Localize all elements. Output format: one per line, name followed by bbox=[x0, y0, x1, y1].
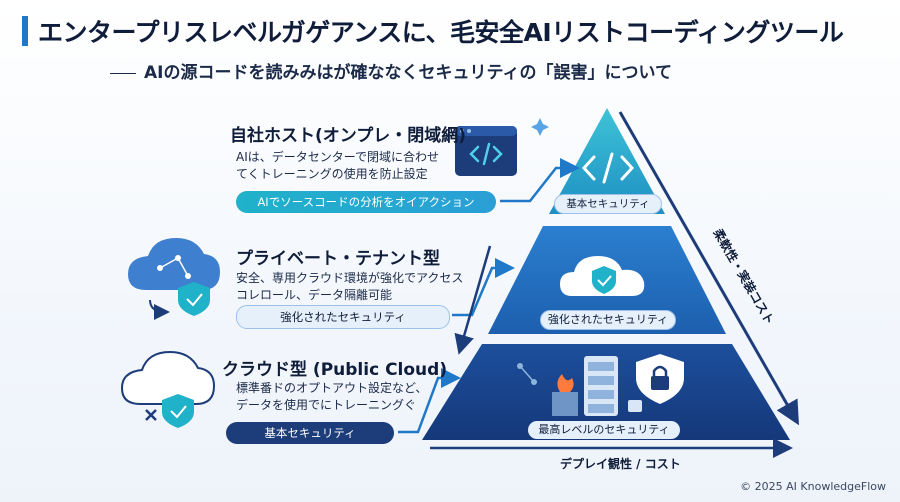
section-1-title: 自社ホスト(オンプレ・閉域網) bbox=[230, 126, 467, 146]
side-arrow bbox=[618, 111, 799, 426]
pyramid-bottom-label: 最高レベルのセキュリティ bbox=[528, 421, 680, 439]
connector-arrow-middle bbox=[452, 258, 515, 317]
connector-arrow-top bbox=[500, 158, 580, 203]
subtitle-dash bbox=[110, 72, 136, 74]
pyramid-top-label: 基本セキュリティ bbox=[554, 194, 662, 214]
title-accent-bar bbox=[22, 16, 28, 46]
bottom-axis-label: デプレイ観性 / コスト bbox=[560, 457, 681, 471]
code-icon bbox=[581, 152, 635, 184]
server-lock-icon bbox=[517, 354, 684, 416]
section-2-desc: 安全、専用クラウド環境が強化でアクセス コレロール、データ隔離可能 bbox=[236, 270, 463, 304]
section-2-pill: 強化されたセキュリティ bbox=[236, 305, 450, 329]
code-window-icon bbox=[455, 118, 549, 176]
cloud-shield-icon bbox=[560, 256, 645, 296]
section-3-desc-line-2: データを使用でにトレーニングぐ bbox=[236, 398, 417, 412]
section-1-desc-line-1: AIは、データセンターで閉域に合わせ bbox=[236, 150, 440, 164]
section-3-desc: 標準番ドのオプトアウト設定など、 データを使用でにトレーニングぐ bbox=[236, 380, 427, 414]
section-2-desc-line-2: コレロール、データ隔離可能 bbox=[236, 288, 393, 302]
pyramid-middle-label: 強化されたセキュリティ bbox=[540, 310, 676, 330]
page-subtitle-text: AIの源コードを読みみはが確ななくセキュリティの「誤害」について bbox=[144, 63, 672, 83]
connector-arrow-down bbox=[454, 245, 492, 355]
cloud-network-icon bbox=[128, 238, 220, 320]
cloud-outline-icon bbox=[120, 350, 216, 428]
section-3-desc-line-1: 標準番ドのオプトアウト設定など、 bbox=[236, 381, 428, 395]
section-1-desc: AIは、データセンターで閉域に合わせ てくトレーニングの使用を防止設定 bbox=[236, 149, 439, 183]
section-2-title: プライベート・テナント型 bbox=[236, 249, 440, 269]
section-1-pill: AIでソースコードの分析をオイアクション bbox=[236, 191, 496, 213]
section-2-desc-line-1: 安全、専用クラウド環境が強化でアクセス bbox=[236, 271, 464, 285]
pyramid-top-tier bbox=[549, 108, 665, 214]
section-1-desc-line-2: てくトレーニングの使用を防止設定 bbox=[236, 167, 428, 181]
page-subtitle: AIの源コードを読みみはが確ななくセキュリティの「誤害」について bbox=[110, 58, 672, 83]
section-3-title: クラウド型 (Public Cloud) bbox=[222, 360, 448, 380]
connector-arrow-bottom bbox=[398, 368, 461, 434]
page-title: エンタープリスレベルガゲアンスに、毛安全AIリストコーディングツール bbox=[38, 18, 844, 47]
section-3-pill: 基本セキュリティ bbox=[226, 422, 394, 444]
footer-copyright: © 2025 AI KnowledgeFlow bbox=[740, 480, 886, 493]
